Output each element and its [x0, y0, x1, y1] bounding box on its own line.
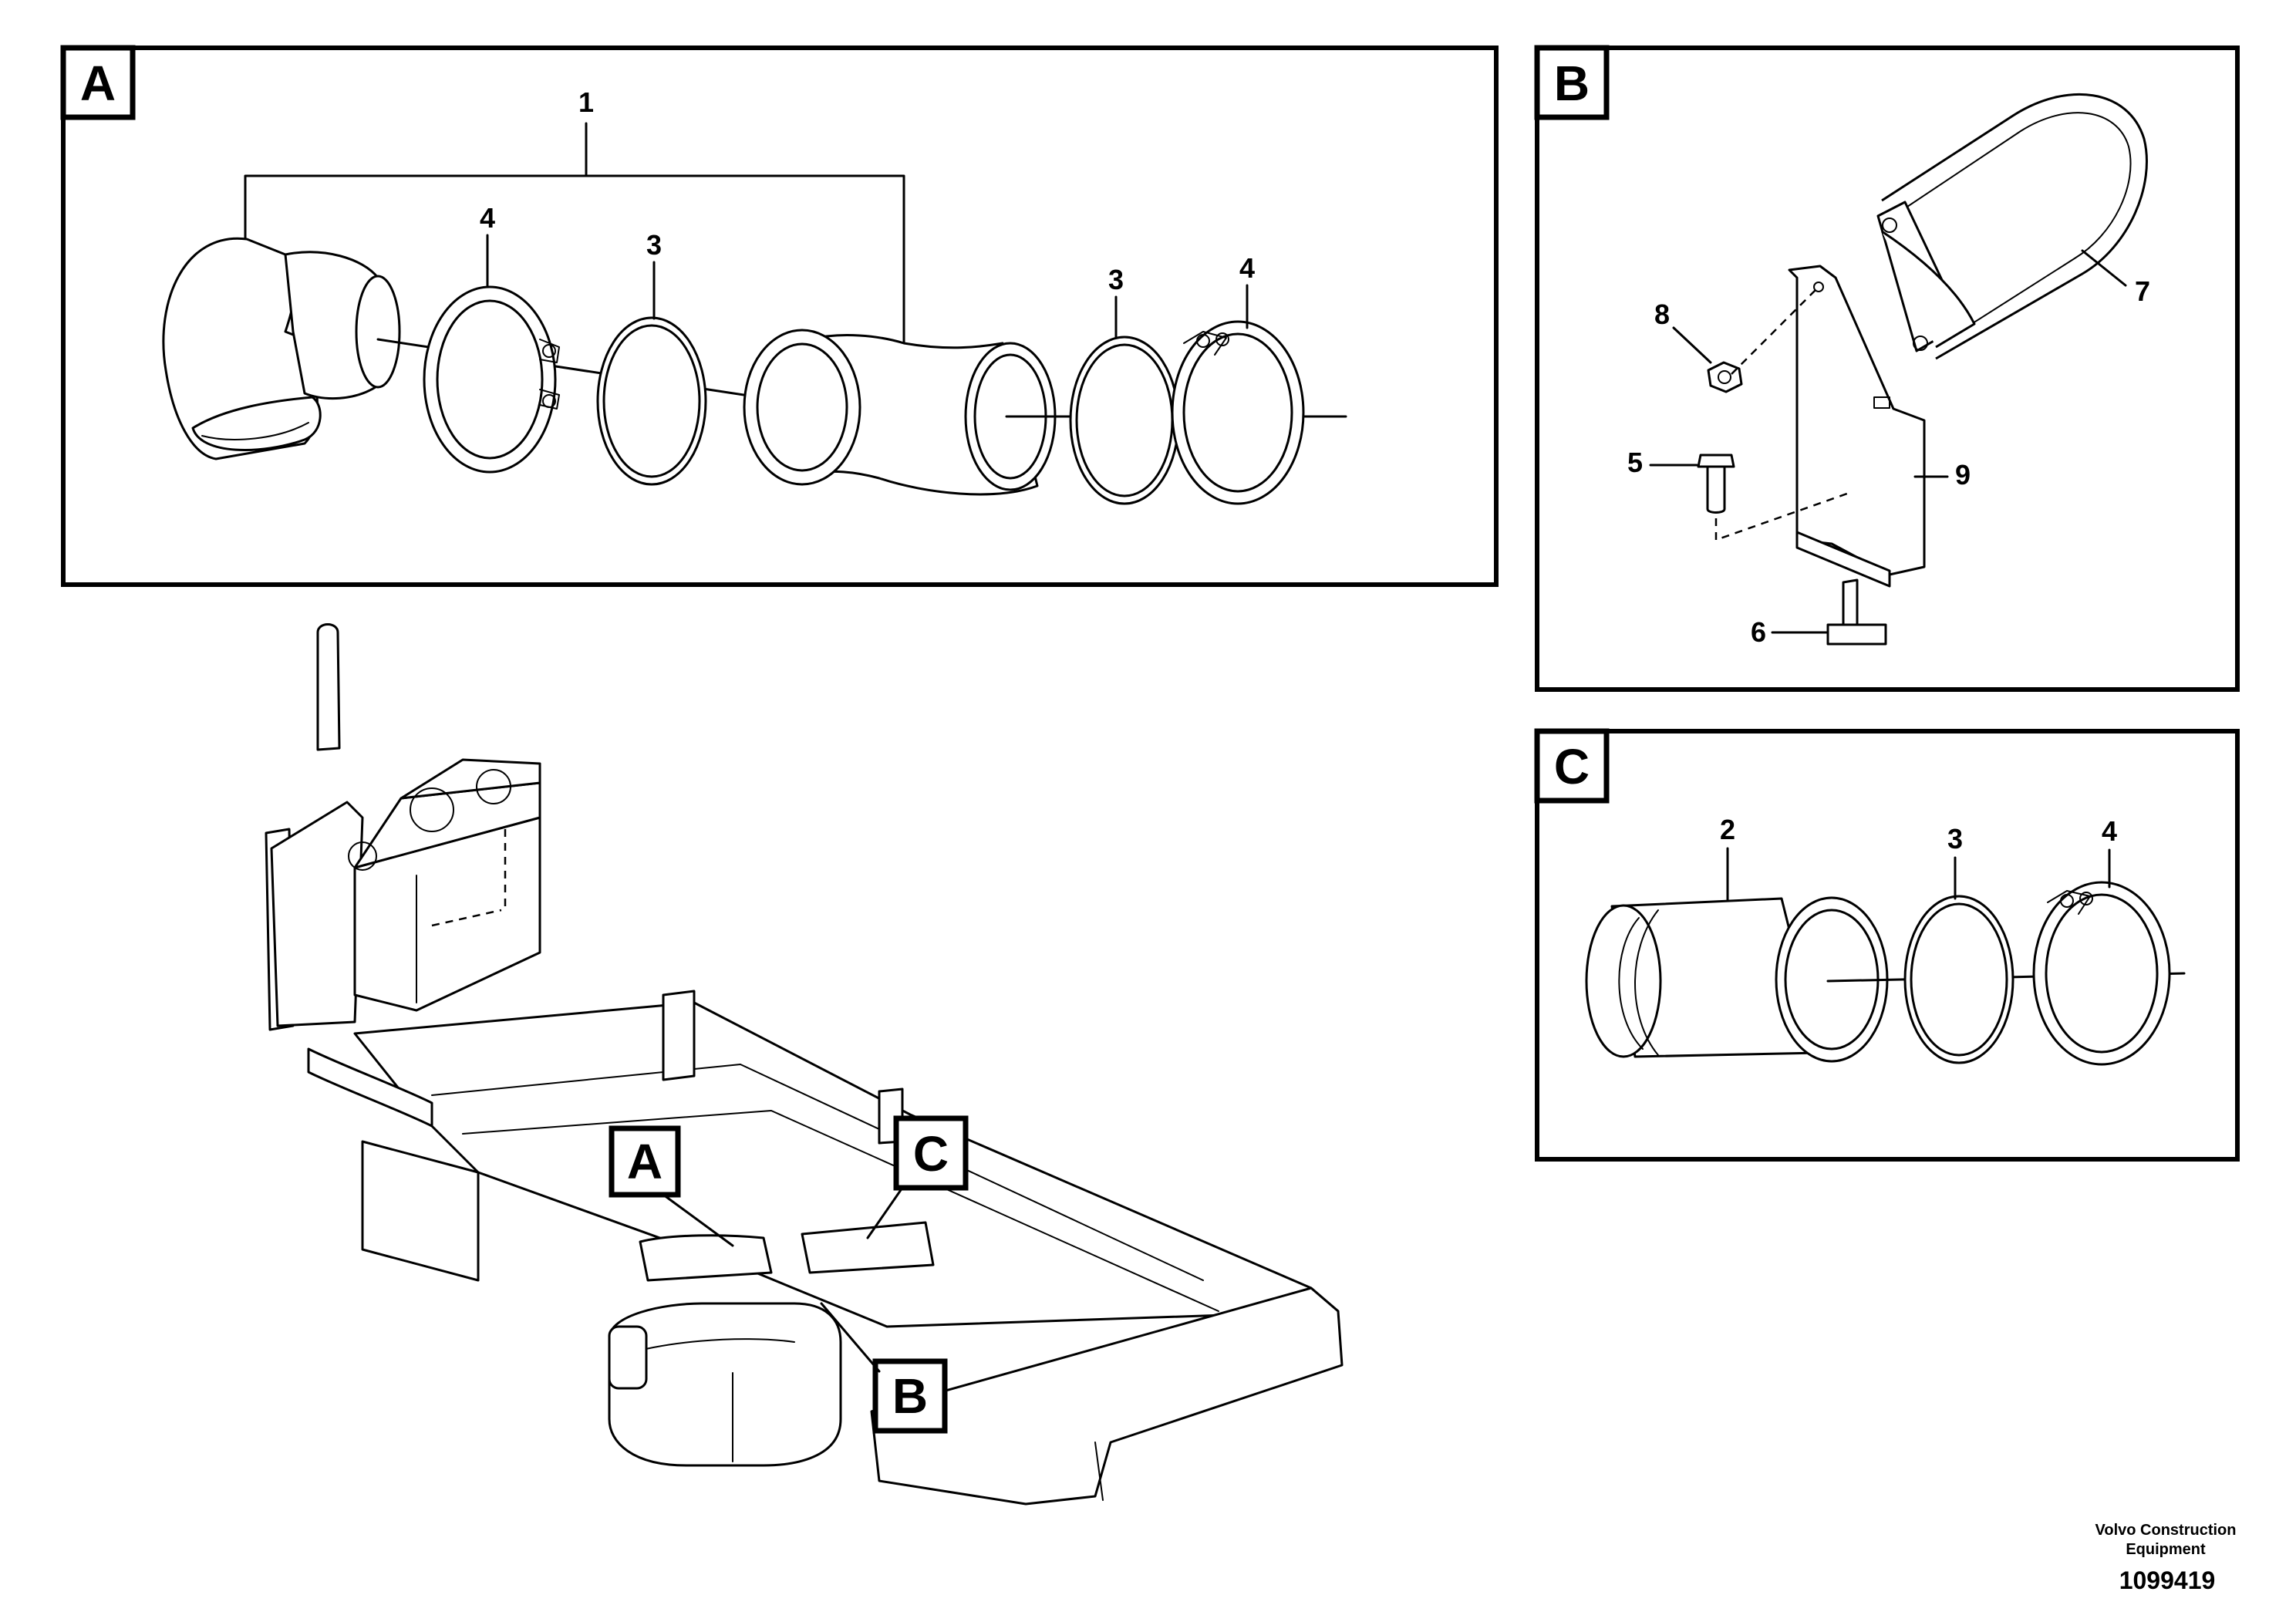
svg-text:B: B: [892, 1368, 928, 1424]
mounting-plate: [1826, 578, 1887, 646]
svg-text:A: A: [627, 1134, 663, 1189]
label-item-3: 3: [1947, 823, 1963, 855]
label-item-9: 9: [1955, 459, 1971, 491]
silencer: [608, 1302, 842, 1467]
exhaust-stack: [316, 623, 341, 751]
label-item-1: 1: [578, 86, 594, 118]
maker-name-line2: Equipment: [2126, 1541, 2206, 1558]
svg-text:C: C: [1554, 739, 1590, 794]
main-frame: [353, 1001, 1340, 1328]
panel-b: B 7 9 8: [1534, 45, 2240, 692]
panel-a: A 1 4 3: [60, 45, 1499, 587]
label-item-4: 4: [2102, 815, 2117, 847]
machine-frame-overview: A C B: [265, 623, 1344, 1506]
drawing-number: 1099419: [2119, 1566, 2216, 1594]
label-item-8: 8: [1654, 298, 1670, 330]
label-item-3-ring-right: 3: [1108, 264, 1124, 295]
gasket-ring-left: [596, 316, 707, 486]
label-item-5: 5: [1627, 447, 1643, 478]
label-item-2: 2: [1720, 814, 1735, 845]
panel-c-tag: C: [1534, 728, 1610, 804]
assembly-bracket: [244, 122, 905, 345]
flange-bolt: [1697, 454, 1848, 541]
tank: [348, 758, 541, 1012]
label-item-4-clamp-left: 4: [480, 202, 495, 234]
callout-a: A: [609, 1125, 734, 1247]
gasket-ring: [1903, 895, 2014, 1064]
elbow-pipe: [162, 237, 811, 460]
callout-c: C: [866, 1115, 969, 1239]
v-band-clamp-right: [1171, 320, 1305, 505]
v-band-clamp-left: [423, 285, 560, 474]
label-item-6: 6: [1751, 616, 1766, 648]
intermediate-pipe: [743, 329, 1347, 496]
callout-b: B: [820, 1302, 948, 1434]
label-item-3-ring-left: 3: [646, 229, 662, 261]
svg-text:B: B: [1554, 56, 1590, 111]
panel-c: C 2 3 4: [1534, 728, 2240, 1162]
svg-text:A: A: [80, 56, 116, 111]
panel-b-tag: B: [1534, 45, 1610, 120]
support-bracket: [1788, 201, 1976, 588]
svg-text:C: C: [913, 1126, 949, 1182]
label-item-4-clamp-right: 4: [1239, 252, 1255, 284]
flange-nut: [1707, 288, 1817, 393]
footer: Volvo Construction Equipment 1099419: [2095, 1522, 2237, 1594]
maker-name-line1: Volvo Construction: [2095, 1522, 2237, 1539]
v-band-clamp: [2032, 881, 2171, 1066]
panel-a-tag: A: [60, 45, 136, 120]
gasket-ring-right: [1069, 336, 1180, 505]
label-item-7: 7: [2135, 275, 2150, 307]
rear-cross-member: [870, 1286, 1344, 1506]
straight-pipe: [1585, 896, 2186, 1063]
